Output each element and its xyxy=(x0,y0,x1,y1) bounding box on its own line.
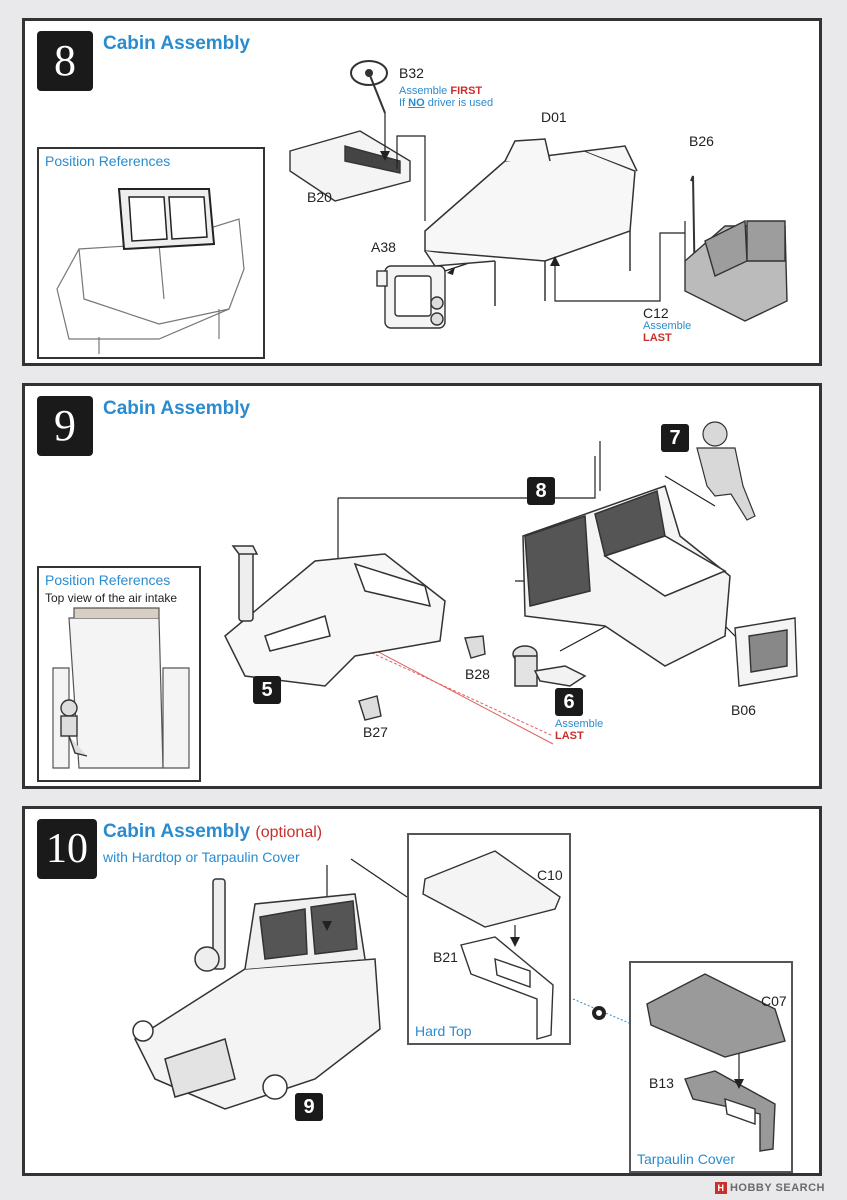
part-label-b26: B26 xyxy=(689,133,714,149)
step-ref-badge-7: 7 xyxy=(661,424,689,452)
six-note-last: LAST xyxy=(555,730,584,742)
step-subtitle: with Hardtop or Tarpaulin Cover xyxy=(103,849,300,865)
watermark-logo-icon: H xyxy=(714,1182,727,1194)
part-label-b21: B21 xyxy=(433,949,458,965)
part-label-d01: D01 xyxy=(541,109,567,125)
hard-top-caption: Hard Top xyxy=(415,1023,472,1039)
step-title-optional: (optional) xyxy=(255,824,323,841)
step-title: Cabin Assembly (optional) xyxy=(103,821,322,843)
reference-top-view-drawing xyxy=(52,607,190,769)
position-reference-title: Position References xyxy=(45,572,171,588)
position-reference-box: Position References xyxy=(37,147,265,359)
step-number-badge: 8 xyxy=(37,31,93,91)
part-label-c07: C07 xyxy=(761,993,787,1009)
b32-note-driver: driver is used xyxy=(424,97,494,109)
step-number-badge: 9 xyxy=(37,396,93,456)
position-reference-box: Position References Top view of the air … xyxy=(37,566,201,782)
step-ref-badge-9: 9 xyxy=(295,1093,323,1121)
part-label-c12: C12 xyxy=(643,305,669,321)
part-label-c10: C10 xyxy=(537,867,563,883)
part-label-b13: B13 xyxy=(649,1075,674,1091)
b32-note-assemble: Assemble xyxy=(399,85,451,97)
part-label-b06: B06 xyxy=(731,702,756,718)
step-9-drawing xyxy=(224,421,798,745)
c12-note-assemble: Assemble xyxy=(643,320,692,332)
b32-note-if: If xyxy=(399,97,409,109)
part-label-b27: B27 xyxy=(363,724,388,740)
step-10-drawing xyxy=(132,850,786,1152)
step-title: Cabin Assembly xyxy=(103,398,251,419)
part-label-b28: B28 xyxy=(465,666,490,682)
step-8-drawing xyxy=(289,60,788,329)
c12-note-last: LAST xyxy=(643,332,672,344)
part-label-b20: B20 xyxy=(307,189,332,205)
part-label-b32: B32 xyxy=(399,65,424,81)
watermark-text: HOBBY SEARCH xyxy=(729,1181,825,1194)
step-ref-badge-6: 6 xyxy=(555,688,583,716)
position-reference-subtitle: Top view of the air intake xyxy=(45,591,178,605)
tarpaulin-cover-caption: Tarpaulin Cover xyxy=(637,1151,736,1167)
step-ref-badge-5: 5 xyxy=(253,676,281,704)
position-reference-title: Position References xyxy=(45,153,171,169)
step-title-text: Cabin Assembly xyxy=(103,821,251,842)
part-label-a38: A38 xyxy=(371,239,396,255)
step-number-badge: 10 xyxy=(37,819,97,879)
b32-note-first: FIRST xyxy=(450,85,483,97)
step-8-panel: 8 Cabin Assembly Position References xyxy=(22,18,822,366)
b32-note-line2: If NO driver is used xyxy=(399,93,493,109)
step-title: Cabin Assembly xyxy=(103,33,251,54)
b32-note-no: NO xyxy=(408,97,425,109)
reference-cab-drawing xyxy=(56,188,245,354)
step-ref-badge-8: 8 xyxy=(527,477,555,505)
step-9-panel: 9 Cabin Assembly Position References Top… xyxy=(22,383,822,789)
step-10-panel: 10 Cabin Assembly (optional) with Hardto… xyxy=(22,806,822,1176)
b32-note-line1: Assemble FIRST xyxy=(399,81,482,97)
six-note-assemble: Assemble xyxy=(555,718,604,730)
